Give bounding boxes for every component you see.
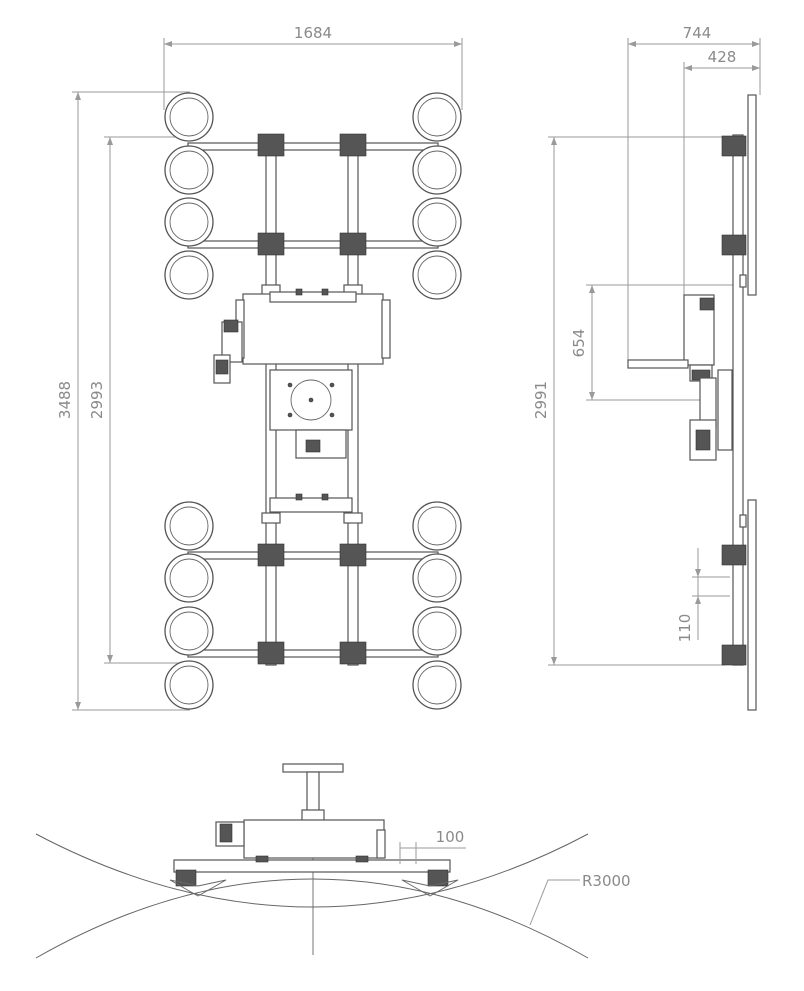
- side-motor: [213, 319, 243, 384]
- label-744: 744: [683, 24, 712, 42]
- label-2991: 2991: [532, 381, 550, 419]
- side-beam: [721, 94, 757, 711]
- dim-side-depth: 744: [627, 24, 761, 360]
- front-view: 100 R3000: [35, 763, 631, 959]
- label-428: 428: [708, 48, 737, 66]
- dim-curve-offset: 100: [399, 828, 466, 864]
- dim-side-height: 2991: [532, 136, 725, 666]
- label-100: 100: [436, 828, 465, 846]
- arc-upper: [35, 878, 589, 959]
- plan-view: 1684 3488 2993: [56, 24, 463, 711]
- front-beam: [169, 855, 459, 897]
- label-2993: 2993: [88, 381, 106, 419]
- label-r3000: R3000: [582, 872, 631, 890]
- dim-mount-offset: 654: [570, 284, 740, 401]
- arc-lower: [35, 833, 589, 908]
- dim-total-length: 3488: [56, 91, 190, 711]
- label-1684: 1684: [294, 24, 332, 42]
- handle: [282, 763, 344, 823]
- radius-leader: R3000: [529, 872, 631, 926]
- suction-cups-top: [164, 92, 462, 300]
- side-view: 744 428 2991 654: [532, 24, 761, 711]
- dim-top-width: 1684: [163, 24, 463, 110]
- label-654: 654: [570, 329, 588, 358]
- suction-cups-bottom: [164, 501, 462, 710]
- central-housing: [235, 288, 391, 513]
- dim-inner-length: 2993: [88, 136, 180, 664]
- dim-side-inner-depth: 428: [683, 48, 760, 300]
- dim-cup-spacing: 110: [676, 548, 730, 642]
- side-mechanism: [627, 294, 733, 461]
- beam-clamps: [257, 133, 367, 665]
- label-110: 110: [676, 614, 694, 643]
- label-3488: 3488: [56, 381, 74, 419]
- front-housing: [215, 819, 386, 859]
